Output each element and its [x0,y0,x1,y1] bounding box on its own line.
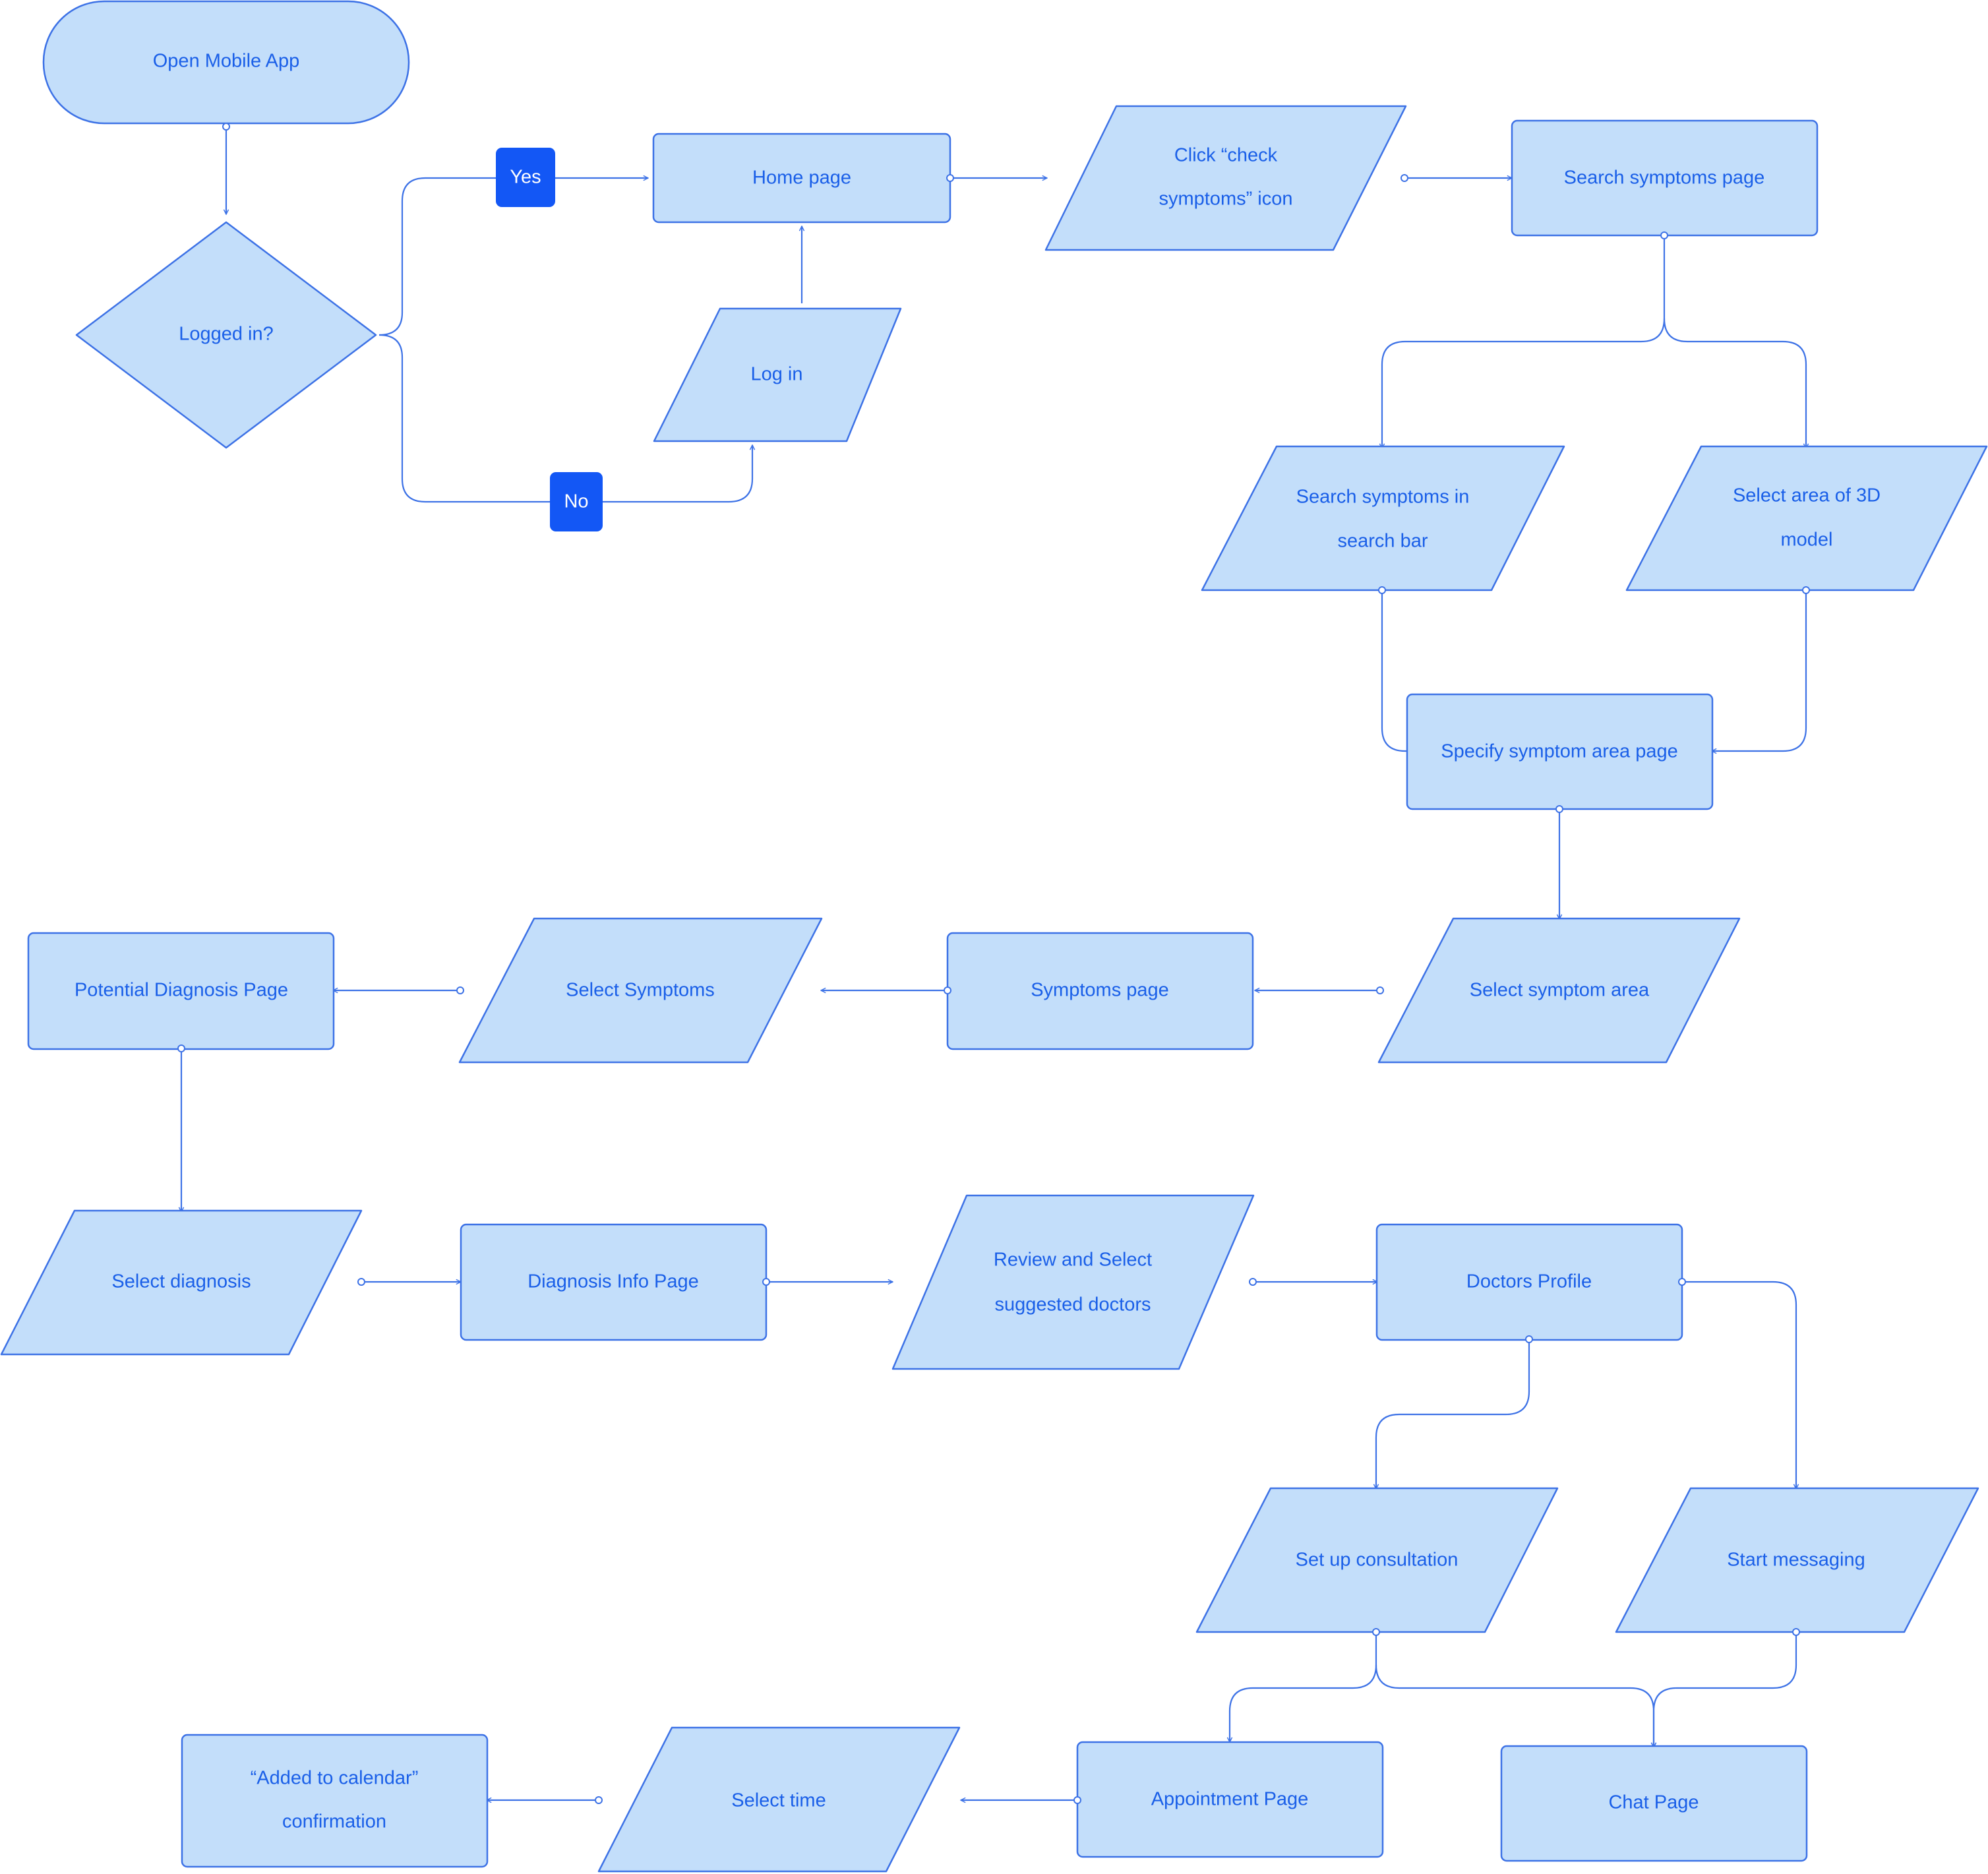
node-open-mobile-app: Open Mobile App [42,0,410,125]
node-select-symptom-area: Select symptom area [1377,917,1741,1064]
edge-consult-to-chat [1375,1664,1654,1747]
connector-dot [1555,805,1563,813]
connector-dot [1073,1796,1081,1804]
edge-msg-to-chat [1654,1632,1797,1747]
node-label: Select area of 3D [1733,485,1881,506]
connector-dot [1378,586,1386,594]
edge-bar-to-specify [1381,590,1408,752]
node-potential-diagnosis-page: Potential Diagnosis Page [27,932,335,1050]
node-label: Review and Select [994,1250,1152,1271]
node-label: Set up consultation [1296,1550,1459,1571]
node-label: Logged in? [179,324,274,345]
node-label: Select Symptoms [566,980,715,1001]
node-label: Diagnosis Info Page [527,1271,699,1292]
node-label: Select time [731,1790,826,1811]
node-label: “Added to calendar” [251,1768,419,1789]
edge-search-to-bar [1382,235,1666,448]
connector-dot [1249,1278,1257,1286]
connector-dot [1401,174,1408,182]
edge-search-to-3d [1663,318,1806,448]
connector-dot [1525,1335,1533,1343]
edge-yes-branch [378,177,496,336]
node-home-page: Home page [652,133,951,224]
connector-dot [595,1796,603,1804]
node-label: Specify symptom area page [1441,741,1677,762]
node-label: Potential Diagnosis Page [75,980,288,1001]
connector-dot [1802,586,1810,594]
node-doctors-profile: Doctors Profile [1375,1223,1683,1341]
node-log-in: Log in [653,307,902,442]
node-label: model [1781,529,1833,551]
edge-3d-to-specify [1712,590,1807,751]
node-label: Home page [752,167,851,189]
connectors [181,127,1806,1800]
node-start-messaging: Start messaging [1615,1487,1979,1633]
connector-dot [357,1278,365,1286]
node-label: confirmation [282,1811,386,1832]
node-specify-symptom-area-page: Specify symptom area page [1406,693,1714,810]
node-label: Search symptoms page [1564,167,1765,189]
edge-profile-to-consult [1376,1339,1530,1489]
connector-dot [456,986,464,994]
node-label: Doctors Profile [1466,1271,1592,1292]
connector-dots [177,123,1810,1804]
node-label: Start messaging [1727,1550,1865,1571]
node-label: Chat Page [1608,1792,1699,1813]
node-click-check-symptoms: Click “check symptoms” icon [1044,105,1407,251]
node-label: Log in [750,364,802,385]
node-label: symptoms” icon [1159,189,1292,210]
edge-no-to-login [603,445,752,503]
no-label-text: No [564,491,588,512]
connector-dot [1372,1628,1380,1636]
edge-profile-to-msg [1682,1281,1796,1489]
node-label: Symptoms page [1031,980,1169,1001]
node-label: Select diagnosis [111,1271,251,1292]
connector-dot [177,1044,185,1052]
node-logged-in-decision: Logged in? [75,221,377,449]
node-select-3d-area: Select area of 3D model [1625,445,1988,591]
connector-dot [1678,1278,1686,1286]
node-label: Select symptom area [1470,980,1650,1001]
connector-dot [762,1278,770,1286]
node-symptoms-page: Symptoms page [946,932,1254,1050]
yes-branch-label: Yes [496,148,555,207]
yes-label-text: Yes [510,167,541,188]
connector-dot [1660,231,1668,239]
node-label: Click “check [1174,145,1278,166]
node-label: search bar [1337,531,1428,552]
no-branch-label: No [550,472,603,531]
node-added-to-calendar: “Added to calendar” confirmation [181,1734,489,1868]
node-search-symptoms-bar: Search symptoms in search bar [1201,445,1565,591]
connector-dot [944,986,951,994]
node-select-time: Select time [597,1726,961,1873]
node-appointment-page: Appointment Page [1076,1741,1384,1858]
node-label: Open Mobile App [153,51,299,72]
node-select-diagnosis: Select diagnosis [0,1209,363,1356]
node-label: Appointment Page [1151,1789,1309,1810]
edge-no-branch [378,334,550,503]
node-review-select-doctors: Review and Select suggested doctors [891,1194,1255,1370]
edge-consult-to-appt [1230,1632,1377,1742]
node-search-symptoms-page: Search symptoms page [1511,119,1819,237]
node-label: suggested doctors [995,1294,1151,1315]
connector-dot [1792,1628,1800,1636]
connector-dot [1376,986,1384,994]
connector-dot [946,174,954,182]
node-set-up-consultation: Set up consultation [1195,1487,1559,1633]
node-diagnosis-info-page: Diagnosis Info Page [460,1223,768,1341]
node-chat-page: Chat Page [1500,1745,1808,1862]
node-label: Search symptoms in [1296,487,1470,508]
connector-dot [222,123,230,131]
node-select-symptoms: Select Symptoms [458,917,823,1064]
